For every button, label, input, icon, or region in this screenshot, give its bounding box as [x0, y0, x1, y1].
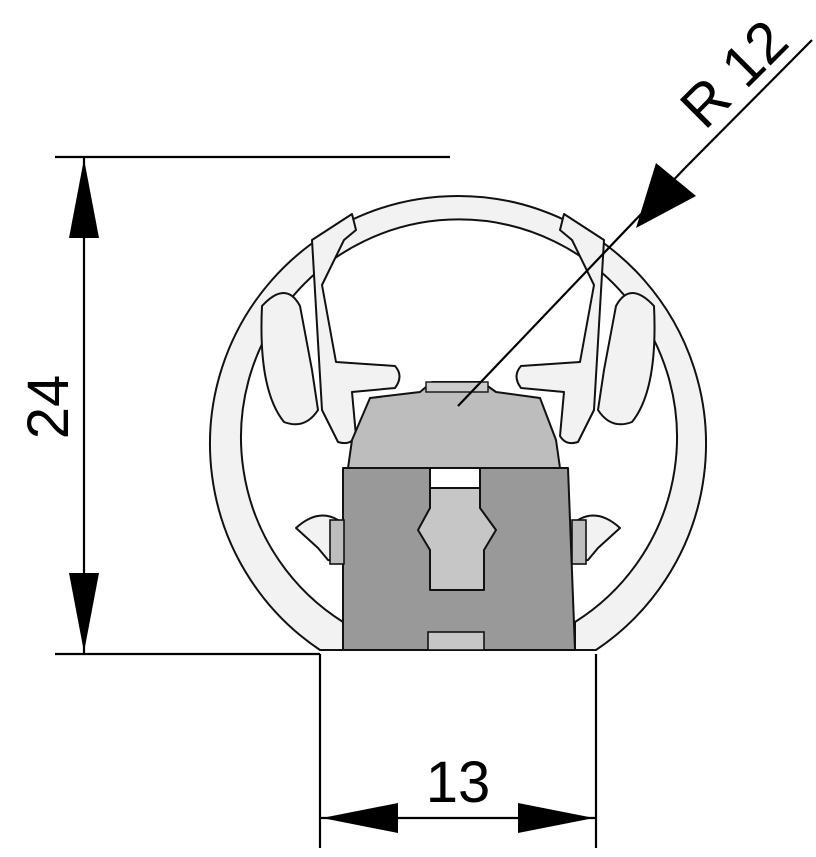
insert-tab-left — [329, 519, 345, 565]
height-arrow-top — [69, 159, 99, 238]
profile-fin-upper-right — [515, 213, 605, 445]
height-dimension: 24 — [16, 155, 450, 656]
insert-bottom-notch — [427, 631, 485, 651]
insert-top-slot — [425, 381, 489, 393]
profile-fin-upper-left — [311, 213, 401, 445]
insert-tab-right — [571, 519, 587, 565]
insert-top — [347, 381, 561, 469]
profile-lobe-left — [260, 292, 319, 426]
radius-label: R 12 — [668, 8, 801, 141]
height-arrow-bottom — [69, 573, 99, 652]
width-arrow-left — [322, 803, 398, 833]
width-label: 13 — [426, 750, 491, 815]
radius-leader-extension — [684, 39, 813, 169]
height-label: 24 — [16, 375, 81, 440]
insert-channel — [417, 487, 497, 591]
width-arrow-right — [518, 803, 594, 833]
radius-arrow — [636, 163, 696, 228]
profile-lobe-right — [597, 292, 656, 426]
led-insert — [329, 381, 587, 651]
width-dimension: 13 — [318, 654, 598, 848]
